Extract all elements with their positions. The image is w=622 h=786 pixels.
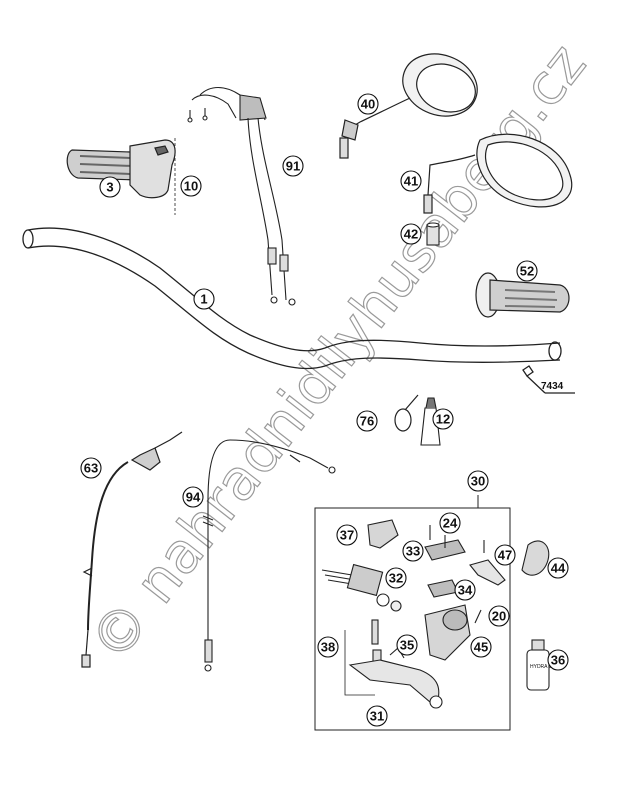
callout-circle-41 [400, 170, 422, 192]
choke-cable-part [202, 439, 336, 672]
callout-number-44: 44 [551, 561, 566, 576]
callout-number-63: 63 [84, 461, 98, 476]
callout-circle-44 [547, 557, 569, 579]
handlebar-part [22, 227, 575, 394]
callout-number-45: 45 [474, 640, 488, 655]
throttle-grip-part [66, 138, 176, 215]
hot-start-cable-part [81, 431, 183, 668]
callout-number-76: 76 [360, 414, 374, 429]
pivot-bolt-part [371, 619, 382, 665]
callout-circle-33 [402, 540, 424, 562]
clutch-assembly-box [314, 495, 511, 731]
callout-circle-47 [494, 544, 516, 566]
clutch-lever-part [348, 659, 443, 709]
callout-number-33: 33 [406, 544, 420, 559]
callout-number-37: 37 [340, 528, 354, 543]
callout-circle-1 [193, 288, 215, 310]
callout-circle-94 [182, 486, 204, 508]
mirror-round-part [339, 53, 478, 159]
callout-number-91: 91 [286, 159, 300, 174]
callout-number-30: 30 [471, 474, 485, 489]
master-cylinder-part [424, 604, 471, 661]
callout-circle-35 [396, 634, 418, 656]
callout-number-1: 1 [200, 292, 207, 307]
callout-number-10: 10 [184, 179, 198, 194]
callout-number-41: 41 [404, 174, 418, 189]
callout-number-38: 38 [321, 640, 335, 655]
callout-number-35: 35 [400, 638, 414, 653]
callout-circle-76 [356, 410, 378, 432]
callout-number-34: 34 [458, 583, 473, 598]
callout-number-40: 40 [361, 97, 375, 112]
bracket-lines [344, 630, 375, 696]
cover-screws-part [429, 525, 485, 624]
left-grip-part [475, 272, 570, 318]
mirror-adapter-part [426, 222, 440, 246]
callout-number-36: 36 [551, 653, 565, 668]
clamp-part [367, 519, 399, 549]
callout-circle-30 [467, 470, 489, 492]
callout-number-32: 32 [389, 571, 403, 586]
callout-number-24: 24 [443, 516, 458, 531]
callout-circle-38 [317, 636, 339, 658]
diaphragm-part [427, 579, 459, 598]
mirror-clamp-part [521, 540, 550, 576]
callout-number-3: 3 [106, 180, 113, 195]
callout-circle-42 [400, 223, 422, 245]
callout-circle-3 [99, 176, 121, 198]
callout-circle-52 [516, 260, 538, 282]
callout-circle-34 [454, 579, 476, 601]
callout-circle-20 [488, 605, 510, 627]
callout-circle-91 [282, 155, 304, 177]
callout-circle-63 [80, 457, 102, 479]
callout-circle-32 [385, 567, 407, 589]
callout-circle-10 [180, 175, 202, 197]
lever-part-47 [469, 559, 506, 586]
part-number-label: 7434 [541, 381, 564, 392]
callout-number-52: 52 [520, 264, 534, 279]
callout-circle-24 [439, 512, 461, 534]
master-cylinder-cover-part [424, 539, 466, 561]
callout-circle-45 [470, 636, 492, 658]
cable-tie-part [394, 394, 419, 432]
callout-circle-31 [366, 705, 388, 727]
spring-piston-part [321, 563, 402, 612]
callout-circle-40 [357, 93, 379, 115]
hydraulic-oil-bottle-part: HYDRA OIL [526, 639, 557, 691]
throttle-cables-part [187, 86, 296, 306]
callout-circle-12 [432, 408, 454, 430]
bottle-label: HYDRA OIL [530, 664, 557, 670]
callout-number-94: 94 [186, 490, 201, 505]
callout-number-42: 42 [404, 227, 418, 242]
callout-circle-37 [336, 524, 358, 546]
callout-number-20: 20 [492, 609, 506, 624]
callout-circle-36 [547, 649, 569, 671]
callout-number-31: 31 [370, 709, 384, 724]
callout-number-47: 47 [498, 548, 512, 563]
callout-number-12: 12 [436, 412, 450, 427]
mirror-oval-part [423, 133, 573, 214]
